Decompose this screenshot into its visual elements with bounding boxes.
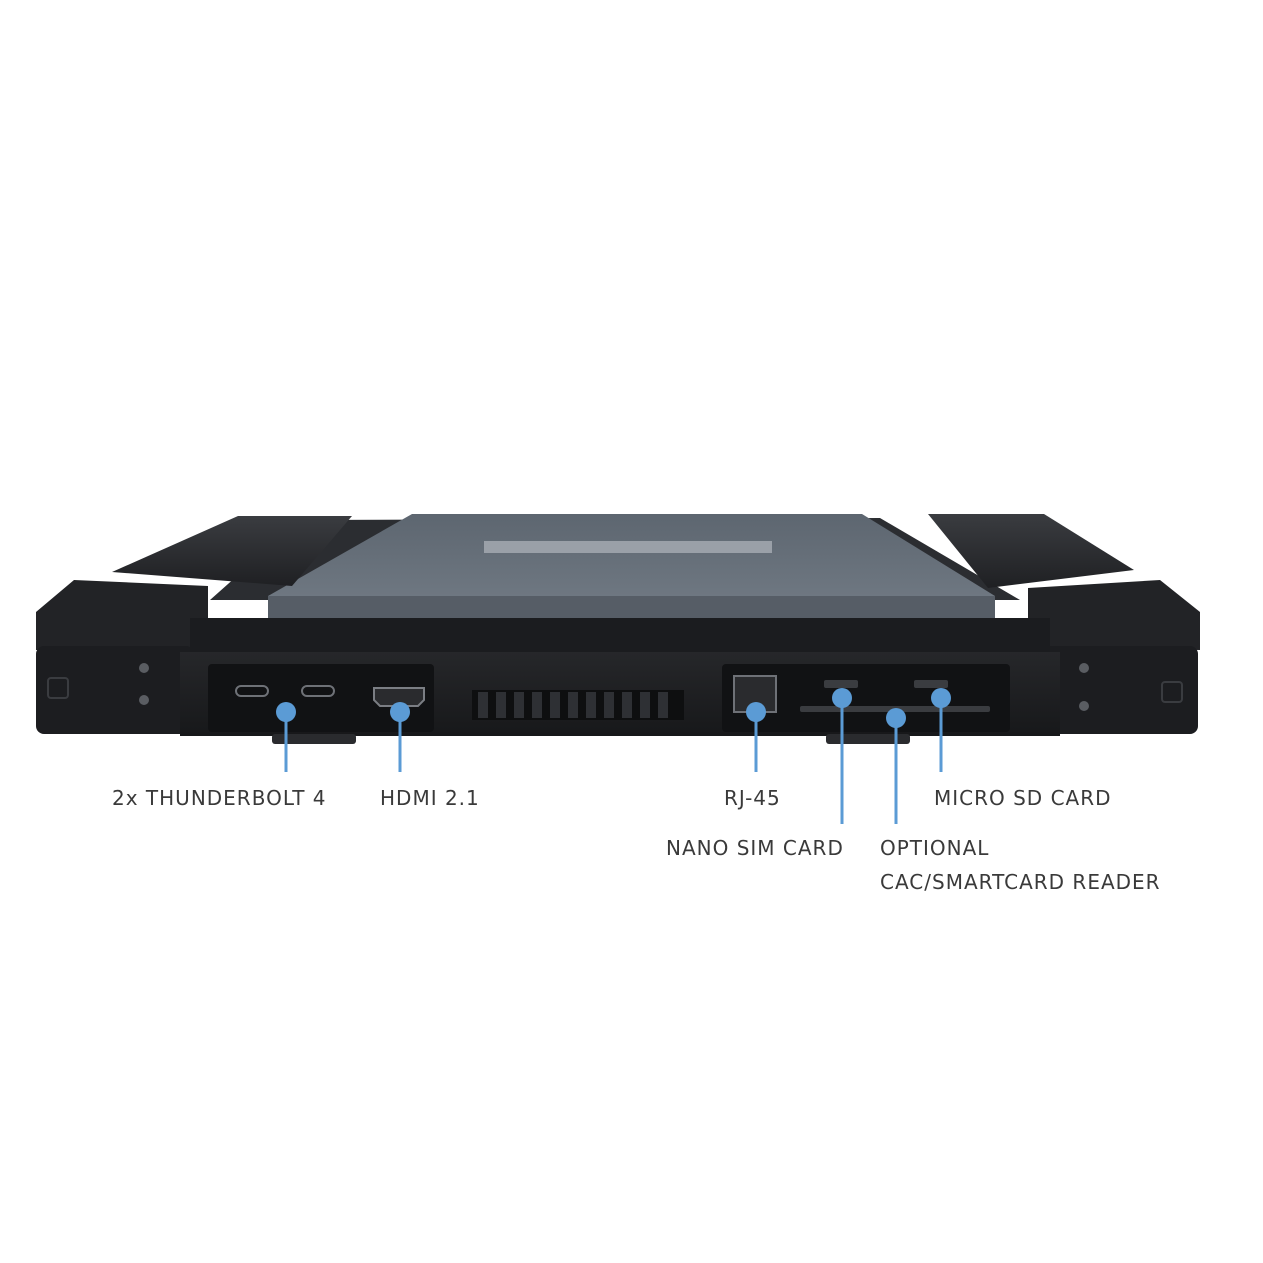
lid-logo-strip [484, 541, 772, 553]
micro-sd-slot [914, 680, 948, 688]
left-port-panel [208, 664, 434, 732]
left-lock-slot [47, 677, 69, 699]
rubber-foot-right [826, 734, 910, 744]
nano-sim-label: NANO SIM CARD [666, 836, 844, 860]
vent-grille [472, 690, 684, 720]
right-bumper-wing [928, 514, 1134, 588]
nano-sim-marker [832, 688, 852, 708]
micro-sd-label: MICRO SD CARD [934, 786, 1112, 810]
rj45-label: RJ-45 [724, 786, 781, 810]
thunderbolt-marker [276, 702, 296, 722]
micro-sd-marker [931, 688, 951, 708]
left-bumper-wing [112, 516, 352, 586]
hdmi-port [373, 687, 425, 707]
hinge-bar [190, 618, 1050, 658]
rj45-marker [746, 702, 766, 722]
hdmi-label: HDMI 2.1 [380, 786, 480, 810]
rubber-foot-left [272, 734, 356, 744]
smartcard-marker [886, 708, 906, 728]
thunderbolt-label: 2x THUNDERBOLT 4 [112, 786, 327, 810]
right-lock-slot [1161, 681, 1183, 703]
nano-sim-slot [824, 680, 858, 688]
usb-c-port-1 [235, 685, 269, 697]
right-port-panel [722, 664, 1010, 732]
callout-markers [276, 688, 951, 824]
left-corner-bumper [36, 580, 208, 734]
hdmi-marker [390, 702, 410, 722]
usb-c-port-2 [301, 685, 335, 697]
screws [139, 663, 1089, 711]
smartcard-label-line2: CAC/SMARTCARD READER [880, 870, 1161, 894]
smartcard-label-line1: OPTIONAL [880, 836, 990, 860]
